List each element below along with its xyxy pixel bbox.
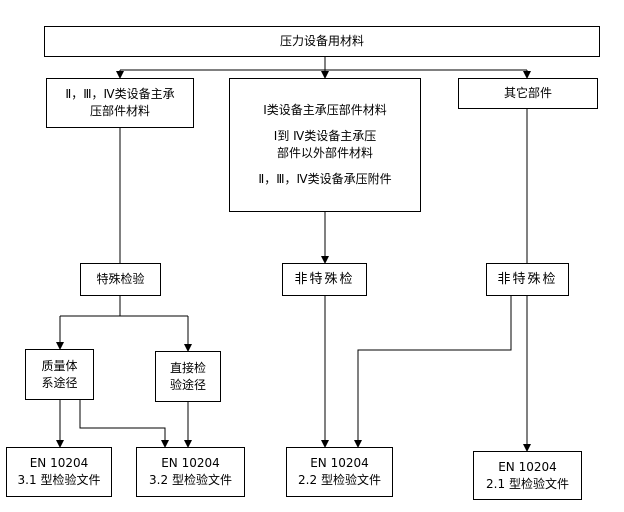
node-line: 2.2 型检验文件	[298, 473, 381, 487]
node-middle-nonspecial-inspection: 非特殊检	[282, 263, 367, 296]
node-label: 压力设备用材料	[279, 34, 364, 48]
node-line: 验途径	[169, 377, 206, 392]
node-label: 其它部件	[503, 86, 552, 100]
node-line: 质量体	[41, 358, 78, 373]
node-right-nonspecial-inspection: 非特殊检	[486, 263, 569, 296]
node-quality-system-route: 质量体 系途径	[25, 349, 94, 400]
node-line: 3.1 型检验文件	[17, 473, 101, 487]
node-line: EN 10204	[498, 459, 557, 474]
node-line: EN 10204	[310, 456, 369, 470]
arrow-right-nonspecial-to-doc22	[354, 296, 512, 448]
node-line: Ⅰ类设备主承压部件材料	[263, 103, 387, 117]
node-line: EN 10204	[29, 456, 89, 470]
node-line: Ⅱ，Ⅲ，Ⅳ类设备承压附件	[258, 172, 392, 186]
node-label: 特殊检验	[96, 272, 145, 286]
node-line: 压部件材料	[89, 104, 150, 118]
node-direct-inspection-route: 直接检 验途径	[155, 351, 221, 402]
node-line: Ⅰ到 Ⅳ类设备主承压	[273, 129, 377, 143]
node-line: 3.2 型检验文件	[149, 473, 232, 487]
node-label: 非特殊检	[294, 272, 355, 287]
node-other-parts: 其它部件	[458, 78, 598, 109]
node-line: 系途径	[41, 375, 78, 390]
node-class-2-4-main-parts: Ⅱ，Ⅲ，Ⅳ类设备主承 压部件材料	[46, 78, 194, 128]
node-doc-3-2: EN 10204 3.2 型检验文件	[136, 447, 245, 497]
node-line: Ⅱ，Ⅲ，Ⅳ类设备主承	[65, 87, 175, 101]
node-doc-2-1: EN 10204 2.1 型检验文件	[473, 451, 582, 500]
node-class-1-and-other-materials: Ⅰ类设备主承压部件材料 Ⅰ到 Ⅳ类设备主承压 部件以外部件材料 Ⅱ，Ⅲ，Ⅳ类设备…	[229, 78, 421, 212]
node-doc-3-1: EN 10204 3.1 型检验文件	[6, 447, 112, 497]
node-pressure-equipment-materials: 压力设备用材料	[44, 26, 600, 57]
node-line: 直接检	[169, 360, 206, 375]
node-line: 部件以外部件材料	[276, 146, 373, 160]
node-special-inspection: 特殊检验	[80, 263, 161, 296]
node-line: EN 10204	[161, 456, 220, 470]
node-line: 2.1 型检验文件	[486, 476, 569, 491]
node-doc-2-2: EN 10204 2.2 型检验文件	[286, 447, 393, 497]
arrow-quality-to-doc32	[79, 400, 169, 448]
node-label: 非特殊检	[497, 272, 558, 287]
